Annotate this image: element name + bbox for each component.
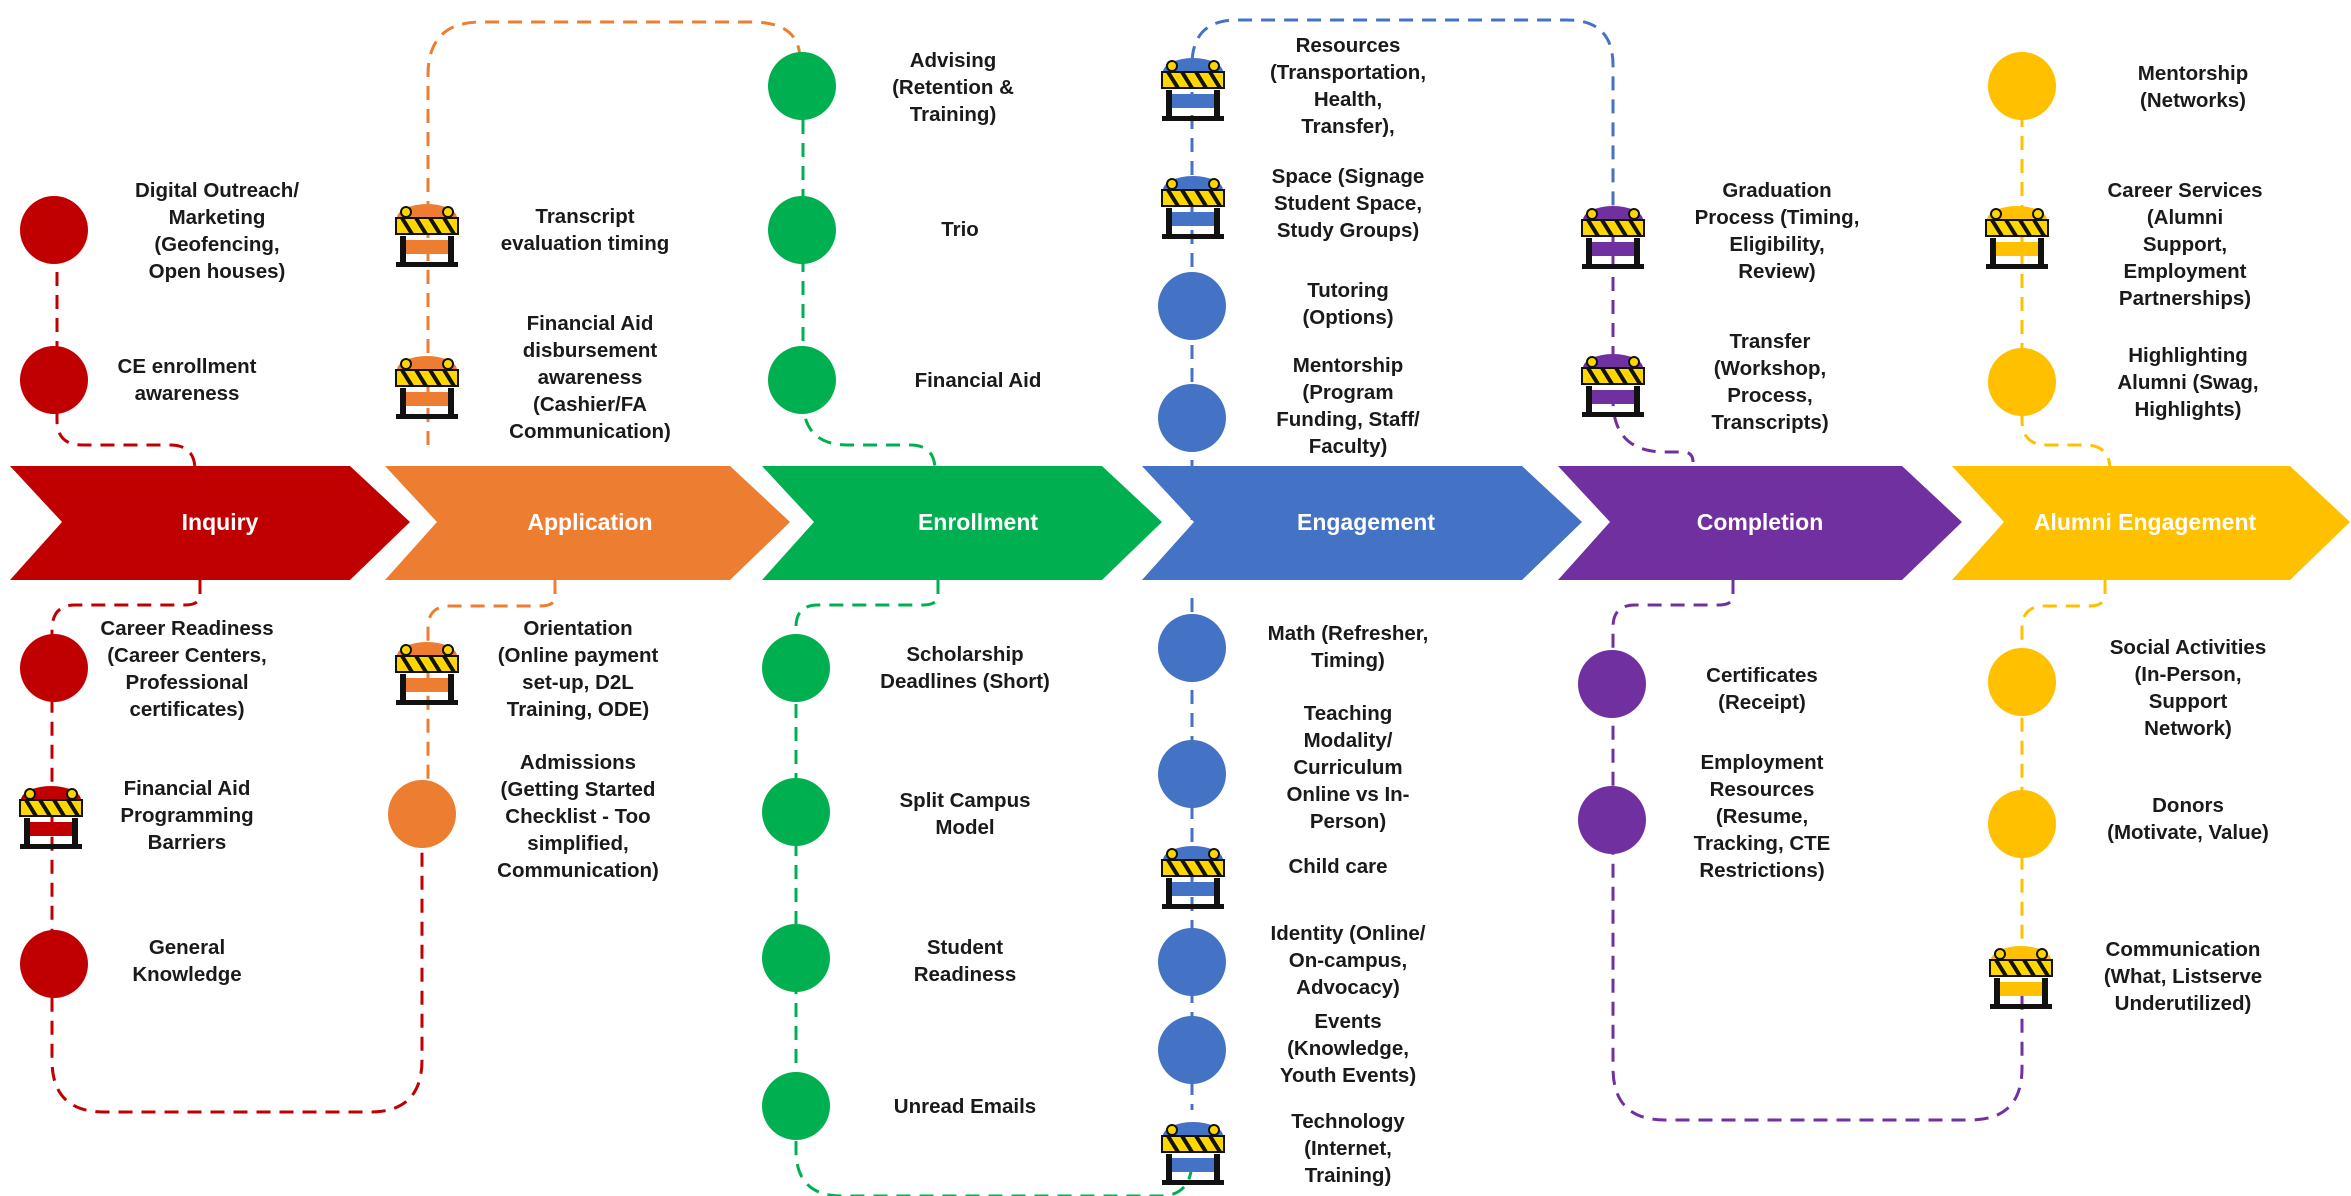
item-admissions: Admissions (Getting Started Checklist - … <box>497 751 659 882</box>
circle-node-icon <box>1158 1016 1226 1084</box>
circle-node-icon <box>762 778 830 846</box>
item-identity: Identity (Online/ On-campus, Advocacy) <box>1270 922 1426 999</box>
circle-node-icon <box>762 924 830 992</box>
stage-chevron-alumni <box>1952 466 2350 580</box>
road-barrier-icon <box>395 642 459 705</box>
completion-top-path <box>1611 208 1695 463</box>
item-social-activities: Social Activities (In-Person, Support Ne… <box>2109 636 2267 740</box>
engagement-top-path <box>1190 18 1615 520</box>
road-barrier-icon <box>1161 58 1225 121</box>
inquiry-top-path <box>55 226 197 471</box>
alumni-top-path <box>2020 90 2112 471</box>
stage-label-alumni: Alumni Engagement <box>2034 509 2257 535</box>
enrollment-bottom-path <box>794 580 1194 1196</box>
completion-bottom-path <box>1611 580 2024 1122</box>
item-resources: Resources (Transportation, Health, Trans… <box>1269 34 1427 138</box>
road-barrier-icon <box>1581 206 1645 269</box>
road-barrier-icon <box>19 786 83 849</box>
item-scholarship-deadlines: Scholarship Deadlines (Short) <box>880 643 1050 693</box>
item-orientation: Orientation (Online payment set-up, D2L … <box>497 617 659 721</box>
item-mentorship-engagement: Mentorship (Program Funding, Staff/ Facu… <box>1276 354 1420 458</box>
item-child-care: Child care <box>1288 855 1388 878</box>
item-digital-outreach: Digital Outreach/ Marketing (Geofencing,… <box>134 179 300 283</box>
item-donors: Donors (Motivate, Value) <box>2107 794 2269 844</box>
item-student-readiness: Student Readiness <box>913 936 1017 986</box>
road-barrier-icon <box>1985 206 2049 269</box>
circle-node-icon <box>1578 786 1646 854</box>
circle-node-icon <box>762 1072 830 1140</box>
item-events: Events (Knowledge, Youth Events) <box>1279 1010 1417 1087</box>
circle-node-icon <box>1158 928 1226 996</box>
item-transfer: Transfer (Workshop, Process, Transcripts… <box>1711 330 1829 434</box>
circle-node-icon <box>1158 384 1226 452</box>
road-barrier-icon <box>1161 176 1225 239</box>
item-mentorship-alumni: Mentorship (Networks) <box>2137 62 2249 112</box>
circle-node-icon <box>762 634 830 702</box>
road-barrier-icon <box>1581 354 1645 417</box>
item-financial-aid: Financial Aid <box>914 369 1042 392</box>
stage-label-engagement: Engagement <box>1297 509 1435 535</box>
item-employment-resources: Employment Resources (Resume, Tracking, … <box>1693 751 1831 882</box>
item-general-knowledge: General Knowledge <box>132 936 242 986</box>
alumni-bottom-path <box>2020 580 2107 940</box>
stage-chevron-application <box>385 466 790 580</box>
circle-node-icon <box>1158 740 1226 808</box>
item-certificates: Certificates (Receipt) <box>1706 664 1818 714</box>
stage-label-completion: Completion <box>1697 509 1824 535</box>
circle-node-icon <box>1988 648 2056 716</box>
circle-node-icon <box>1578 650 1646 718</box>
stage-chevron-engagement <box>1142 466 1582 580</box>
circle-node-icon <box>388 780 456 848</box>
road-barrier-icon <box>1161 1122 1225 1185</box>
inquiry-bottom-path <box>50 580 424 1114</box>
item-math: Math (Refresher, Timing) <box>1267 622 1429 672</box>
circle-node-icon <box>20 196 88 264</box>
item-unread-emails: Unread Emails <box>893 1095 1037 1118</box>
item-graduation-process: Graduation Process (Timing, Eligibility,… <box>1694 179 1860 283</box>
item-highlighting-alumni: Highlighting Alumni (Swag, Highlights) <box>2117 344 2259 421</box>
stage-chevron-inquiry <box>10 466 410 580</box>
stage-label-inquiry: Inquiry <box>182 509 259 535</box>
circle-node-icon <box>1988 348 2056 416</box>
item-tutoring: Tutoring (Options) <box>1302 279 1394 329</box>
circle-node-icon <box>1988 52 2056 120</box>
item-financial-aid-disbursement: Financial Aid disbursement awareness (Ca… <box>509 312 671 443</box>
circle-node-icon <box>768 346 836 414</box>
circle-node-icon <box>20 930 88 998</box>
stage-label-enrollment: Enrollment <box>918 509 1038 535</box>
circle-node-icon <box>768 52 836 120</box>
circle-node-icon <box>1158 614 1226 682</box>
item-advising: Advising (Retention & Training) <box>892 49 1014 126</box>
item-teaching-modality: Teaching Modality/ Curriculum Online vs … <box>1286 702 1410 833</box>
road-barrier-icon <box>395 204 459 267</box>
circle-node-icon <box>768 196 836 264</box>
item-trio: Trio <box>941 218 979 241</box>
road-barrier-icon <box>395 356 459 419</box>
stage-chevron-completion <box>1558 466 1962 580</box>
enrollment-top-path <box>801 120 937 471</box>
stage-label-application: Application <box>527 509 652 535</box>
item-space: Space (Signage Student Space, Study Grou… <box>1271 165 1425 242</box>
item-communication: Communication (What, Listserve Underutil… <box>2103 938 2263 1015</box>
item-financial-aid-programming: Financial Aid Programming Barriers <box>120 777 254 854</box>
circle-node-icon <box>1988 790 2056 858</box>
item-transcript-evaluation: Transcript evaluation timing <box>500 205 670 255</box>
application-bottom-path <box>426 580 557 800</box>
item-split-campus: Split Campus Model <box>899 789 1031 839</box>
circle-node-icon <box>20 634 88 702</box>
item-career-readiness: Career Readiness (Career Centers, Profes… <box>100 617 274 721</box>
item-ce-enrollment: CE enrollment awareness <box>117 355 257 405</box>
item-technology: Technology (Internet, Training) <box>1291 1110 1405 1187</box>
stage-chevron-enrollment <box>762 466 1162 580</box>
item-career-services: Career Services (Alumni Support, Employm… <box>2107 179 2263 310</box>
road-barrier-icon <box>1161 846 1225 909</box>
road-barrier-icon <box>1989 946 2053 1009</box>
circle-node-icon <box>20 346 88 414</box>
circle-node-icon <box>1158 272 1226 340</box>
